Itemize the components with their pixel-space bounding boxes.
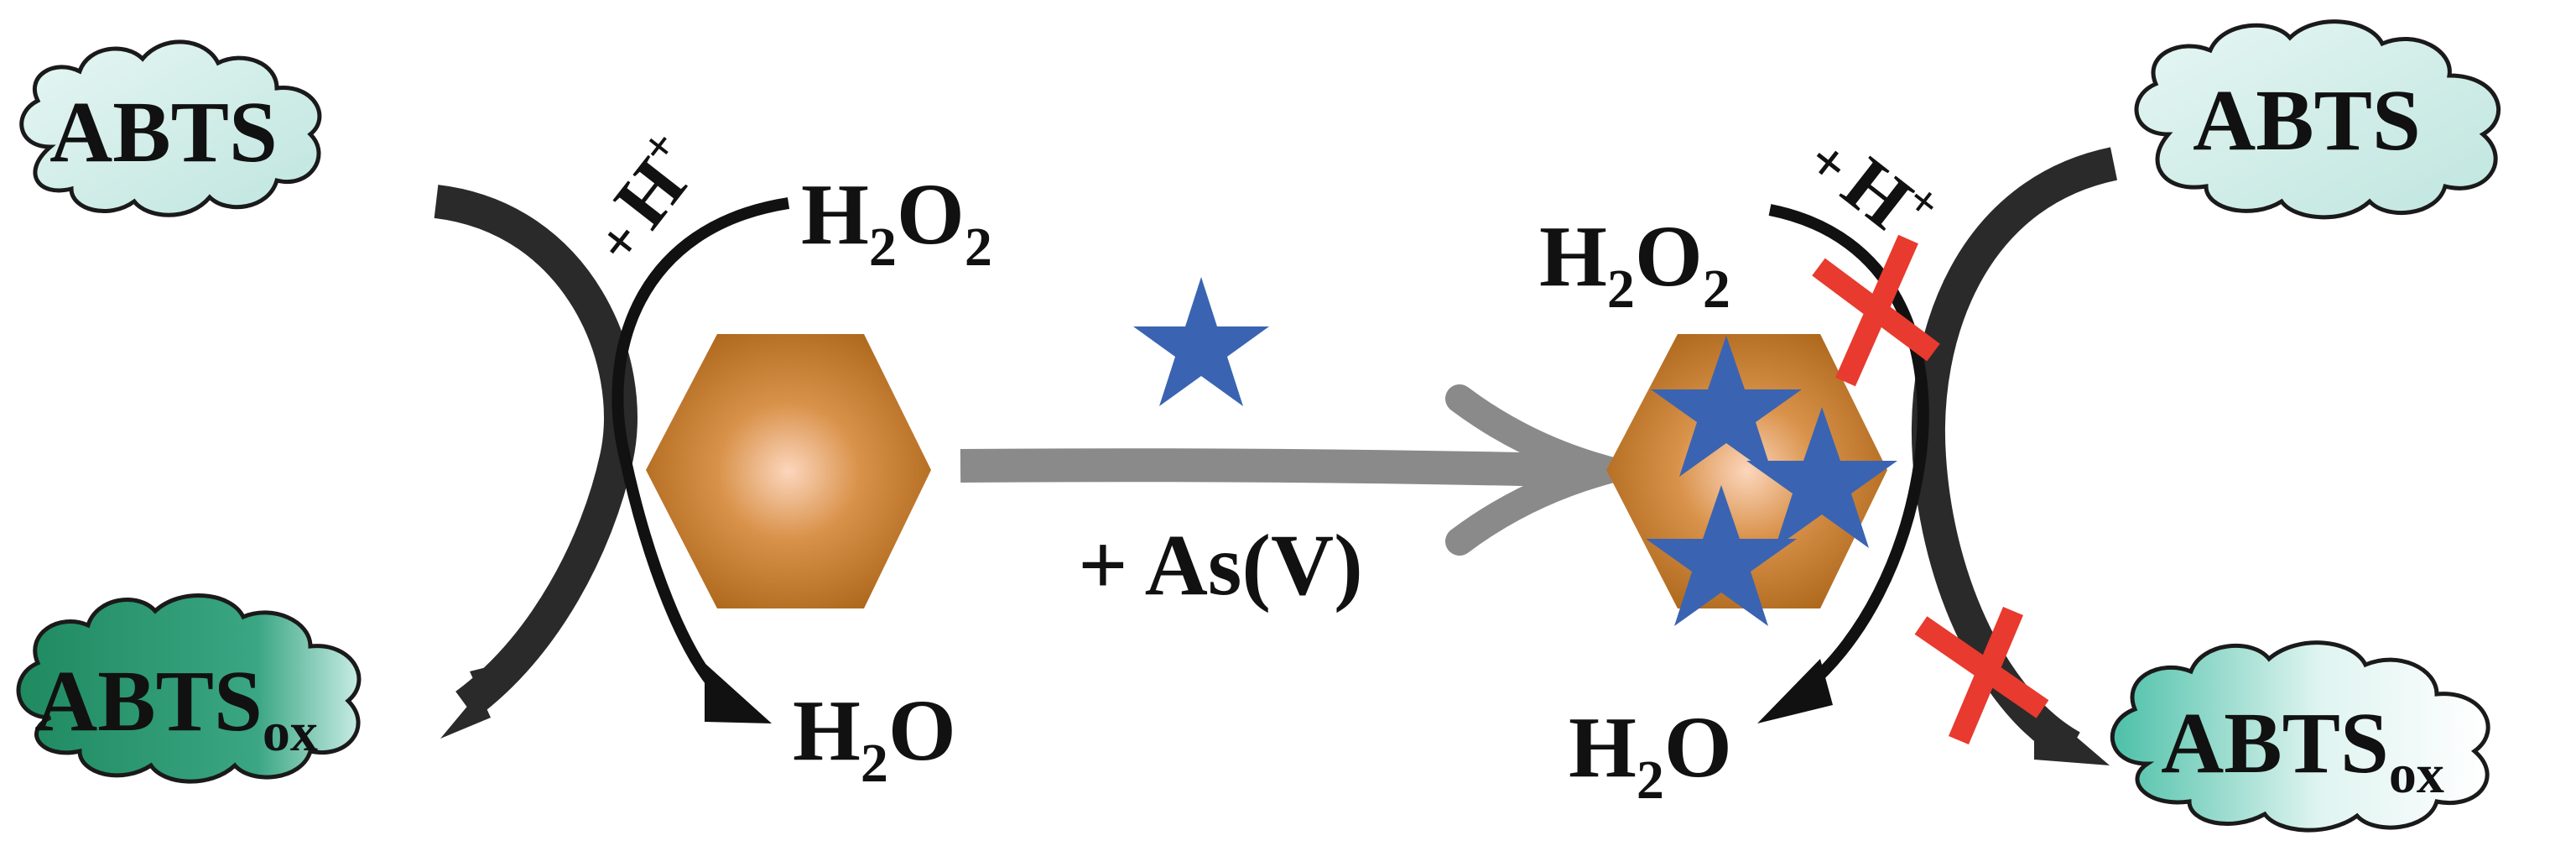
- left-panel: ABTS ABTSox + H + H2O2 H2O: [16, 39, 992, 794]
- h2o-label: H2O: [1569, 699, 1732, 811]
- abts-label: ABTS: [2193, 72, 2421, 169]
- cloud-shape: [2134, 19, 2501, 220]
- abts-oxidation-arrow: [434, 185, 637, 719]
- abts-ox-cloud-right: ABTSox: [2110, 640, 2490, 833]
- star-icon: [1133, 277, 1269, 406]
- abts-cloud-right: ABTS: [2134, 19, 2501, 220]
- peroxide-reduction-arrow-right: [1768, 204, 1929, 702]
- abts-ox-label: ABTSox: [34, 653, 318, 763]
- peroxide-reduction-arrow: [611, 197, 790, 707]
- hexagon-icon: [646, 334, 931, 608]
- h2o-label: H2O: [793, 682, 956, 794]
- peroxide-reduction-arrowhead-right: [1757, 659, 1833, 723]
- cloud-shape: [2110, 640, 2490, 833]
- cross-icon: [1914, 606, 2049, 745]
- cloud-shape: [16, 593, 362, 784]
- abts-ox-cloud: ABTSox: [16, 593, 362, 784]
- main-transformation-arrow: [960, 448, 1561, 487]
- h2o2-label: H2O2: [1539, 208, 1730, 320]
- star-icon: [1746, 407, 1897, 548]
- reaction-condition-label: + As(V): [1078, 517, 1362, 614]
- right-panel: ABTS ABTSox + H + H2O2 H2O: [1539, 19, 2501, 833]
- h2o2-label: H2O2: [801, 166, 992, 278]
- abts-oxidation-arrowhead-right: [2034, 701, 2110, 765]
- star-icon: [1646, 485, 1797, 626]
- abts-ox-label: ABTSox: [2161, 695, 2444, 805]
- proton-label-right: + H +: [1795, 128, 1950, 245]
- abts-oxidation-arrowhead: [440, 663, 503, 739]
- abts-cloud: ABTS: [19, 39, 322, 217]
- star-icon: [1651, 336, 1802, 477]
- middle-transformation: + As(V): [960, 277, 1661, 614]
- cross-icon: [1812, 234, 1940, 387]
- proton-label: + H +: [585, 120, 702, 275]
- abts-label: ABTS: [49, 84, 278, 180]
- peroxide-reduction-arrowhead: [705, 663, 772, 723]
- cloud-shape: [19, 39, 322, 217]
